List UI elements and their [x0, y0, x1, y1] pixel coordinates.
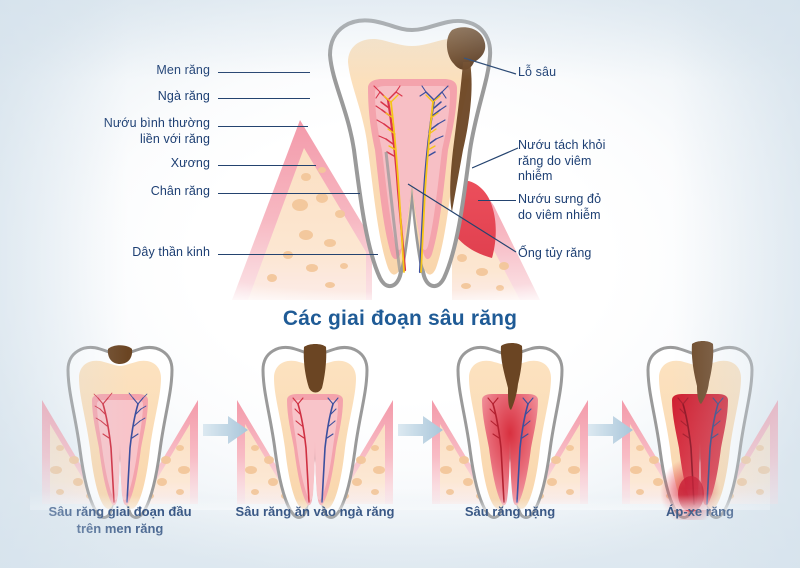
leader-line-nerve: [218, 254, 378, 255]
leader-line-healthy-gum: [218, 126, 308, 127]
stages-section-title: Các giai đoạn sâu răng: [282, 307, 518, 330]
label-bone: Xương: [170, 156, 210, 170]
label-nerve: Dây thần kinh: [132, 245, 210, 259]
label-root-canal: Ống tủy răng: [518, 246, 592, 260]
stage-1-caption: Sâu răng giai đoạn đầu trên men răng: [48, 504, 192, 536]
leader-line-dentin: [218, 98, 310, 99]
label-dentin: Ngà răng: [157, 89, 210, 103]
stage-2-caption: Sâu răng ăn vào ngà răng: [235, 504, 395, 519]
leader-line-root-canal: [407, 183, 517, 253]
label-healthy-gum: Nướu bình thường liền với răng: [103, 116, 210, 146]
label-tooth-root: Chân răng: [150, 184, 210, 198]
label-enamel: Men răng: [156, 63, 210, 77]
label-gum-swollen: Nướu sưng đỏ do viêm nhiễm: [518, 192, 602, 222]
label-cavity: Lỗ sâu: [518, 65, 557, 79]
stage-4-caption: Áp-xe răng: [666, 504, 734, 519]
leader-line-enamel: [218, 72, 310, 73]
label-gum-detached: Nướu tách khỏi răng do viêm nhiễm: [518, 138, 606, 183]
stage-3-caption: Sâu răng nặng: [464, 504, 556, 519]
leader-line-gum-detached: [472, 147, 519, 169]
leader-line-tooth-root: [218, 193, 360, 194]
stages-illustration: [30, 341, 780, 520]
leader-line-cavity: [463, 57, 517, 75]
leader-line-bone: [218, 165, 316, 166]
